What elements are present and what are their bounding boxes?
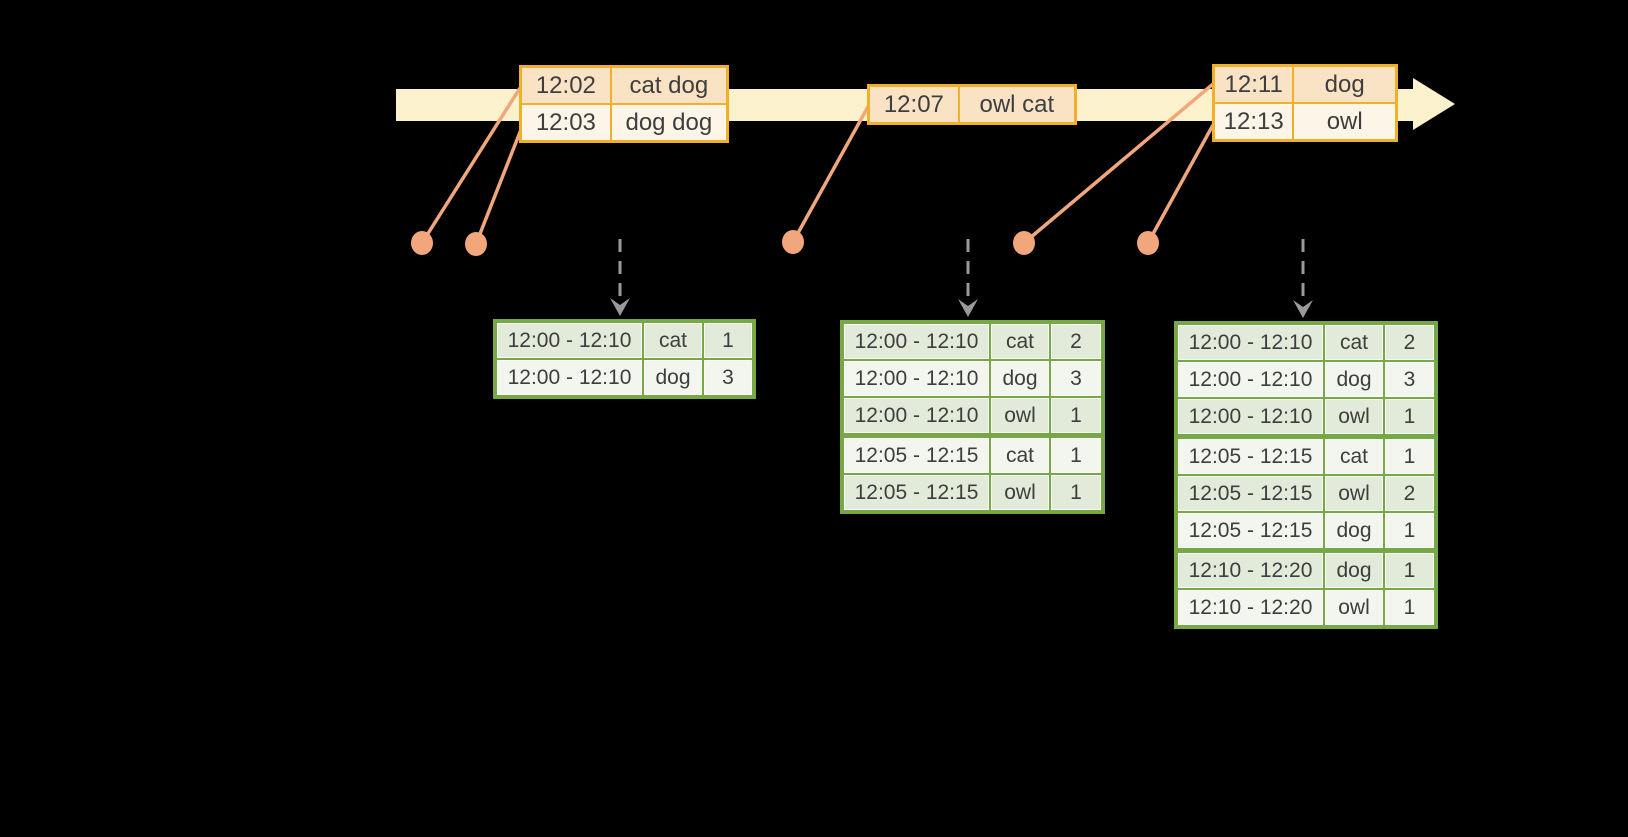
- input-events-table-2: 12:07 owl cat: [867, 84, 1077, 125]
- result-row: 12:05 - 12:15 owl 1: [844, 475, 1101, 510]
- event-dot: [1137, 231, 1159, 255]
- event-dot: [465, 232, 487, 256]
- event-time-cell: 12:07: [883, 90, 944, 118]
- window-cell: 12:05 - 12:15: [1178, 513, 1323, 548]
- count-cell: 1: [1385, 553, 1434, 588]
- result-row: 12:10 - 12:20 owl 1: [1178, 590, 1434, 625]
- result-table-3: 12:00 - 12:10 cat 2 12:00 - 12:10 dog 3 …: [1174, 321, 1438, 629]
- result-row: 12:00 - 12:10 cat 2: [844, 324, 1101, 359]
- word-cell: owl: [1325, 476, 1383, 511]
- event-dot: [782, 230, 804, 254]
- trigger-arrowhead-icon: [610, 298, 630, 316]
- word-cell: cat: [644, 323, 702, 358]
- count-cell: 1: [704, 323, 752, 358]
- event-row: 12:07 owl cat: [870, 87, 1074, 122]
- count-cell: 3: [704, 360, 752, 395]
- window-cell: 12:00 - 12:10: [844, 361, 989, 396]
- timeline-arrowhead-icon: [1413, 78, 1455, 130]
- result-row: 12:05 - 12:15 dog 1: [1178, 513, 1434, 548]
- count-cell: 2: [1385, 476, 1434, 511]
- word-cell: owl: [991, 398, 1049, 433]
- event-connector-line: [1146, 124, 1215, 244]
- word-cell: dog: [991, 361, 1049, 396]
- word-cell: dog: [1325, 553, 1383, 588]
- count-cell: 1: [1051, 475, 1101, 510]
- window-cell: 12:00 - 12:10: [1178, 399, 1323, 434]
- window-cell: 12:00 - 12:10: [844, 398, 989, 433]
- event-row: 12:11 dog: [1215, 67, 1395, 102]
- count-cell: 1: [1385, 399, 1434, 434]
- count-cell: 3: [1051, 361, 1101, 396]
- event-time-cell: 12:11: [1224, 70, 1283, 98]
- result-table-1: 12:00 - 12:10 cat 1 12:00 - 12:10 dog 3: [493, 319, 756, 399]
- event-words-cell: cat dog: [609, 68, 726, 103]
- word-cell: cat: [1325, 439, 1383, 474]
- word-cell: owl: [991, 475, 1049, 510]
- event-words-cell: owl: [1292, 104, 1395, 139]
- word-cell: cat: [1325, 325, 1383, 360]
- count-cell: 3: [1385, 362, 1434, 397]
- result-row: 12:05 - 12:15 owl 2: [1178, 476, 1434, 511]
- result-row: 12:05 - 12:15 cat 1: [844, 438, 1101, 473]
- event-dot: [1013, 231, 1035, 255]
- count-cell: 1: [1051, 438, 1101, 473]
- event-connector-line: [474, 126, 524, 245]
- word-cell: dog: [1325, 362, 1383, 397]
- window-cell: 12:00 - 12:10: [497, 360, 642, 395]
- event-words-cell: dog dog: [609, 105, 726, 140]
- word-cell: owl: [1325, 399, 1383, 434]
- result-row: 12:05 - 12:15 cat 1: [1178, 439, 1434, 474]
- result-row: 12:00 - 12:10 owl 1: [844, 398, 1101, 433]
- trigger-arrowhead-icon: [958, 299, 978, 317]
- window-cell: 12:05 - 12:15: [1178, 476, 1323, 511]
- event-time-cell: 12:03: [535, 108, 596, 136]
- count-cell: 1: [1385, 590, 1434, 625]
- count-cell: 1: [1385, 439, 1434, 474]
- result-table-2: 12:00 - 12:10 cat 2 12:00 - 12:10 dog 3 …: [840, 320, 1105, 514]
- input-events-table-3: 12:11 dog 12:13 owl: [1212, 64, 1398, 142]
- result-row: 12:00 - 12:10 owl 1: [1178, 399, 1434, 434]
- event-connector-line: [791, 104, 871, 243]
- window-cell: 12:00 - 12:10: [1178, 362, 1323, 397]
- window-cell: 12:00 - 12:10: [844, 324, 989, 359]
- window-cell: 12:00 - 12:10: [1178, 325, 1323, 360]
- window-cell: 12:05 - 12:15: [844, 438, 989, 473]
- event-words-cell: owl cat: [957, 87, 1074, 122]
- result-row: 12:10 - 12:20 dog 1: [1178, 553, 1434, 588]
- window-cell: 12:10 - 12:20: [1178, 553, 1323, 588]
- word-cell: dog: [644, 360, 702, 395]
- event-connector-line: [1022, 82, 1215, 245]
- word-cell: cat: [991, 438, 1049, 473]
- event-row: 12:13 owl: [1215, 102, 1395, 139]
- result-row: 12:00 - 12:10 cat 1: [497, 323, 752, 358]
- window-cell: 12:05 - 12:15: [1178, 439, 1323, 474]
- event-words-cell: dog: [1292, 67, 1395, 102]
- result-row: 12:00 - 12:10 cat 2: [1178, 325, 1434, 360]
- window-cell: 12:00 - 12:10: [497, 323, 642, 358]
- result-row: 12:00 - 12:10 dog 3: [844, 361, 1101, 396]
- word-cell: cat: [991, 324, 1049, 359]
- result-row: 12:00 - 12:10 dog 3: [497, 360, 752, 395]
- count-cell: 1: [1051, 398, 1101, 433]
- input-events-table-1: 12:02 cat dog 12:03 dog dog: [519, 65, 729, 143]
- count-cell: 1: [1385, 513, 1434, 548]
- window-cell: 12:10 - 12:20: [1178, 590, 1323, 625]
- word-cell: owl: [1325, 590, 1383, 625]
- event-connector-line: [420, 87, 522, 244]
- trigger-arrowhead-icon: [1293, 300, 1313, 318]
- event-row: 12:03 dog dog: [522, 103, 726, 140]
- window-cell: 12:05 - 12:15: [844, 475, 989, 510]
- event-row: 12:02 cat dog: [522, 68, 726, 103]
- count-cell: 2: [1051, 324, 1101, 359]
- result-row: 12:00 - 12:10 dog 3: [1178, 362, 1434, 397]
- event-time-cell: 12:13: [1223, 107, 1284, 135]
- event-dot: [411, 231, 433, 255]
- word-cell: dog: [1325, 513, 1383, 548]
- event-time-cell: 12:02: [535, 71, 596, 99]
- count-cell: 2: [1385, 325, 1434, 360]
